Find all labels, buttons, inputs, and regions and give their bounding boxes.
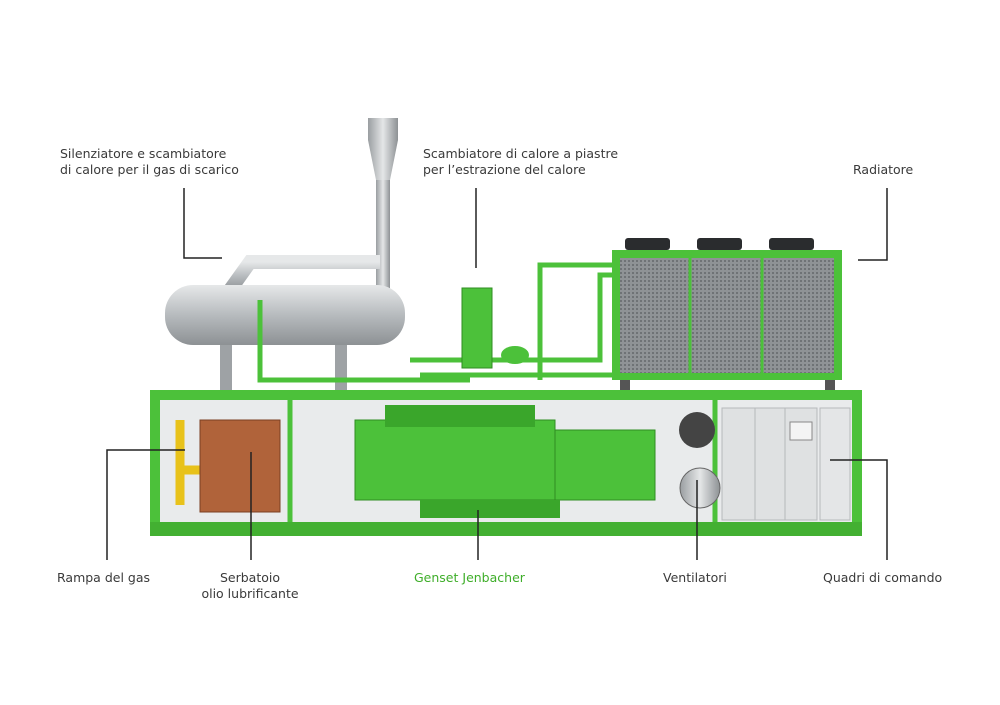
oil-tank — [199, 419, 281, 513]
pump — [501, 346, 529, 364]
gas-ramp — [175, 420, 200, 505]
radiator-fan-icons — [625, 238, 814, 250]
label-radiator: Radiatore — [853, 162, 914, 177]
leader-lines — [106, 188, 888, 560]
label-oil-tank-line2: olio lubrificante — [201, 586, 299, 601]
label-silencer-line1: Silenziatore e scambiatore — [60, 146, 227, 161]
label-control-panels: Quadri di comando — [823, 570, 943, 585]
exhaust-pipe — [224, 255, 380, 295]
label-genset: Genset Jenbacher — [414, 570, 525, 585]
label-fans: Ventilatori — [663, 570, 727, 585]
label-oil-tank: Serbatoio olio lubrificante — [190, 570, 310, 602]
label-silencer: Silenziatore e scambiatore di calore per… — [60, 146, 239, 178]
label-plate-exchanger-line1: Scambiatore di calore a piastre — [423, 146, 619, 161]
silencer-tank — [165, 285, 405, 390]
control-panels — [721, 407, 851, 521]
label-oil-tank-line1: Serbatoio — [219, 570, 281, 585]
radiator — [612, 238, 842, 390]
label-plate-exchanger: Scambiatore di calore a piastre per l’es… — [423, 146, 618, 178]
label-plate-exchanger-line2: per l’estrazione del calore — [423, 162, 586, 177]
genset-engine — [354, 405, 656, 518]
green-piping — [257, 262, 620, 383]
plate-heat-exchanger — [461, 287, 493, 369]
label-gas-ramp: Rampa del gas — [57, 570, 150, 585]
label-silencer-line2: di calore per il gas di scarico — [60, 162, 239, 177]
ventilation-fans — [679, 412, 721, 509]
